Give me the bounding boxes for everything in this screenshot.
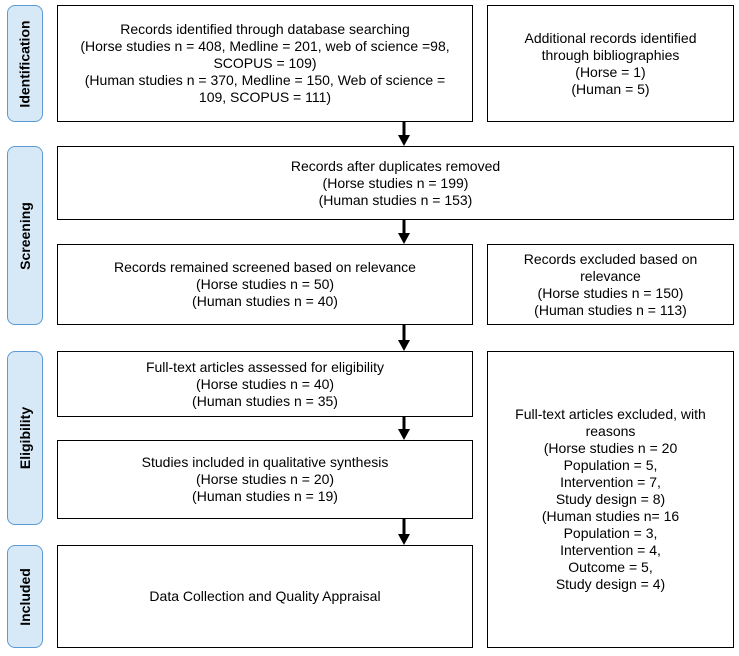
- fulltext-excluded-line-8: Population = 3,: [563, 525, 658, 541]
- stage-screening: Screening: [7, 146, 43, 325]
- fulltext-excluded-line-2: reasons: [585, 423, 636, 439]
- arrow-synthesis-to-data-collection: [394, 519, 414, 545]
- records-identified-box: Records identified through database sear…: [57, 5, 473, 122]
- arrow-duplicates-to-screened: [394, 220, 414, 244]
- records-identified-line-4: (Human studies n = 370, Medline = 150, W…: [84, 72, 446, 88]
- arrow-identified-to-duplicates: [394, 122, 414, 146]
- additional-records-line-2: through bibliographies: [541, 46, 680, 63]
- qualitative-synthesis-line-3: (Human studies n = 19): [192, 488, 338, 504]
- excluded-relevance-line-2: relevance: [580, 267, 641, 284]
- data-collection-box: Data Collection and Quality Appraisal: [57, 545, 473, 648]
- qualitative-synthesis-box: Studies included in qualitative synthesi…: [57, 440, 473, 519]
- stage-identification: Identification: [7, 5, 43, 122]
- fulltext-assessed-box: Full-text articles assessed for eligibil…: [57, 351, 473, 417]
- fulltext-assessed-line-2: (Horse studies n = 40): [195, 375, 335, 392]
- qualitative-synthesis-line-2: (Horse studies n = 20): [195, 471, 335, 487]
- stage-screening-label: Screening: [17, 201, 34, 270]
- data-collection-line-1: Data Collection and Quality Appraisal: [149, 588, 381, 604]
- screened-relevance-line-3: (Human studies n = 40): [192, 293, 338, 309]
- stage-included: Included: [7, 545, 43, 648]
- records-identified-line-1: Records identified through database sear…: [120, 21, 410, 37]
- duplicates-removed-line-2: (Horse studies n = 199): [322, 174, 469, 191]
- stage-eligibility: Eligibility: [7, 351, 43, 525]
- duplicates-removed-line-1: Records after duplicates removed: [290, 157, 501, 174]
- stage-eligibility-label: Eligibility: [17, 406, 34, 470]
- screened-relevance-box: Records remained screened based on relev…: [57, 244, 473, 325]
- fulltext-excluded-line-10: Outcome = 5,: [568, 559, 653, 575]
- arrow-screened-to-assessed: [394, 325, 414, 351]
- excluded-relevance-line-3: (Horse studies n = 150): [537, 284, 684, 301]
- excluded-relevance-line-4: (Human studies n = 113): [534, 301, 687, 318]
- records-identified-line-5: 109, SCOPUS = 111): [198, 89, 332, 105]
- duplicates-removed-box: Records after duplicates removed(Horse s…: [57, 146, 734, 220]
- records-identified-line-2: (Horse studies n = 408, Medline = 201, w…: [80, 38, 450, 54]
- screened-relevance-line-2: (Horse studies n = 50): [195, 276, 335, 292]
- fulltext-excluded-line-1: Full-text articles excluded, with: [515, 406, 706, 422]
- fulltext-excluded-line-6: Study design = 8): [555, 491, 666, 507]
- stage-included-label: Included: [17, 567, 33, 626]
- screened-relevance-line-1: Records remained screened based on relev…: [114, 259, 416, 275]
- fulltext-excluded-line-7: (Human studies n= 16: [541, 508, 680, 524]
- stage-identification-label: Identification: [17, 19, 33, 108]
- fulltext-assessed-line-1: Full-text articles assessed for eligibil…: [145, 358, 385, 375]
- duplicates-removed-line-3: (Human studies n = 153): [318, 191, 473, 208]
- additional-records-line-3: (Horse = 1): [575, 63, 646, 80]
- additional-records-line-1: Additional records identified: [524, 29, 697, 46]
- additional-records-line-4: (Human = 5): [571, 80, 650, 97]
- fulltext-excluded-line-5: Intervention = 7,: [560, 474, 661, 490]
- qualitative-synthesis-line-1: Studies included in qualitative synthesi…: [141, 454, 389, 470]
- excluded-relevance-line-1: Records excluded based on: [523, 250, 698, 267]
- fulltext-excluded-line-4: Population = 5,: [563, 457, 658, 473]
- fulltext-excluded-line-9: Intervention = 4,: [560, 542, 661, 558]
- arrow-assessed-to-synthesis: [394, 417, 414, 440]
- fulltext-excluded-line-11: Study design = 4): [555, 576, 666, 592]
- fulltext-excluded-line-3: (Horse studies n = 20: [543, 440, 678, 456]
- records-identified-line-3: SCOPUS = 109): [213, 55, 317, 71]
- fulltext-assessed-line-3: (Human studies n = 35): [192, 392, 338, 409]
